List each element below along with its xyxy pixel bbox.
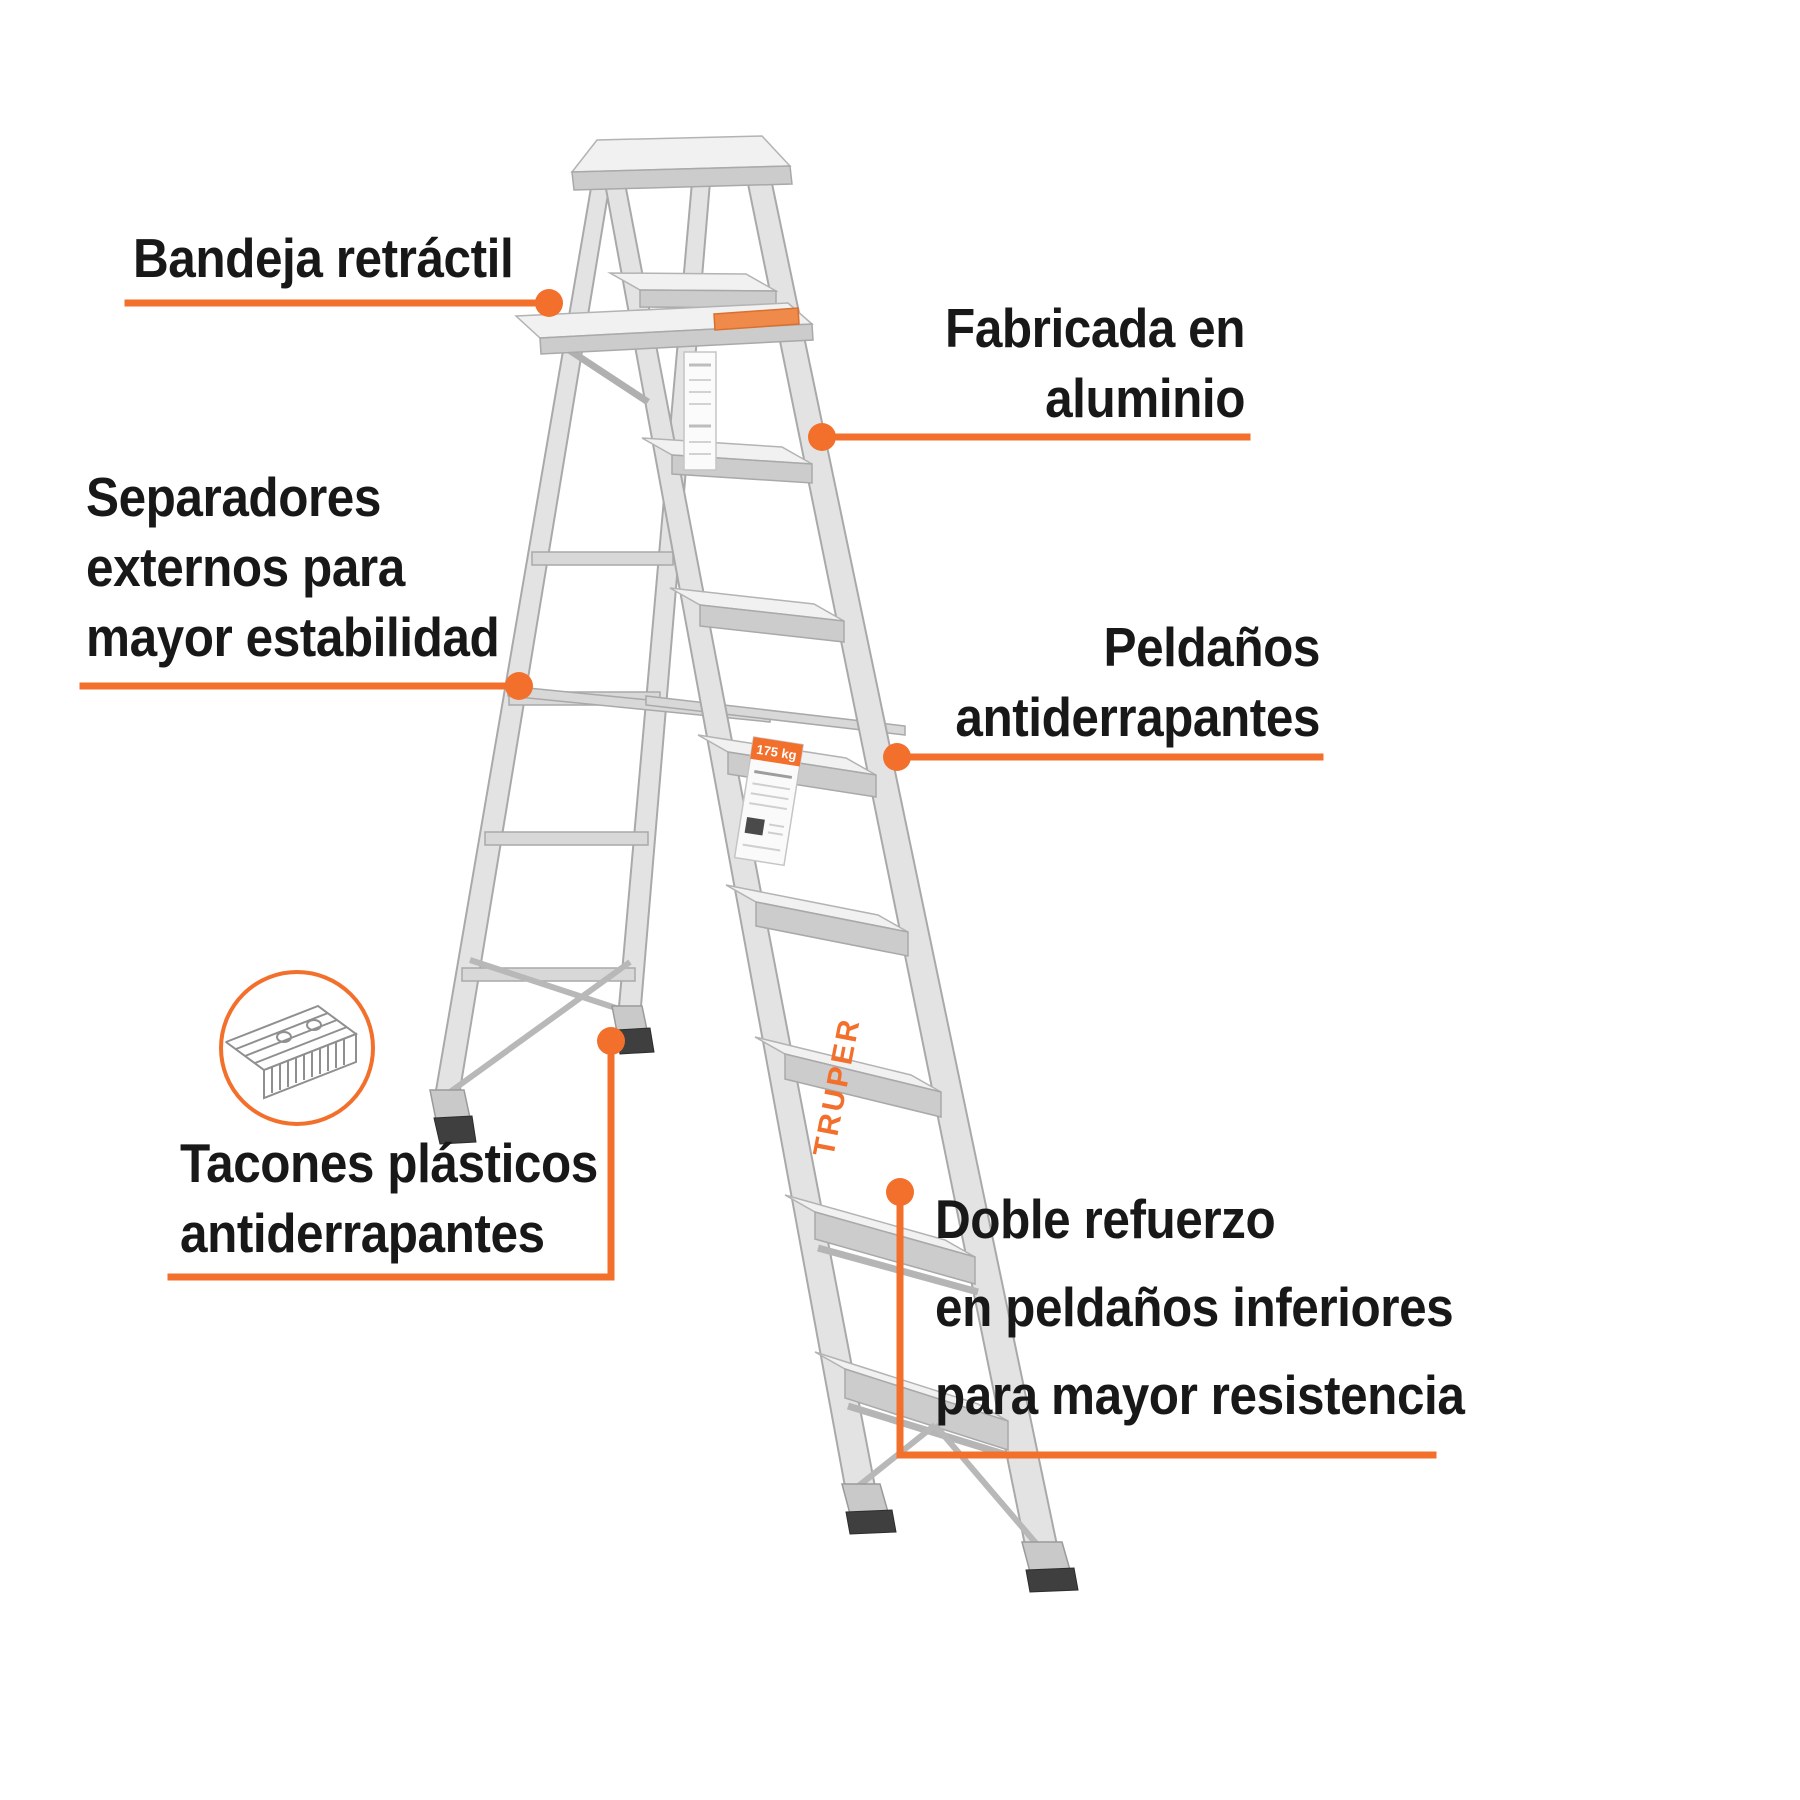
callout-text-line: aluminio <box>1045 367 1245 429</box>
tray-support-arm <box>564 345 650 405</box>
ladder-step <box>814 1351 1009 1452</box>
callout-dot-peldanos <box>883 743 911 771</box>
tread-profile-drawing <box>225 1004 359 1100</box>
callout-line-tacones <box>167 1037 615 1281</box>
tread-hole <box>276 1031 292 1043</box>
callout-text-line: en peldaños inferiores <box>935 1276 1454 1338</box>
callout-text-line: Tacones plásticos <box>180 1132 598 1194</box>
callout-dot-doble <box>886 1178 914 1206</box>
ladder-step <box>607 272 779 309</box>
callout-fabricada-label: Fabricada en aluminio <box>845 293 1245 433</box>
rear-truss <box>448 959 632 1095</box>
callout-text-line: mayor estabilidad <box>86 606 500 668</box>
ladder-step <box>669 587 845 643</box>
ladder-step <box>784 1194 976 1285</box>
callout-dot-tacones <box>597 1027 625 1055</box>
callout-tacones-label: Tacones plásticos antiderrapantes <box>180 1128 598 1268</box>
callout-lines <box>79 289 1437 1459</box>
callout-text-line: Separadores <box>86 466 381 528</box>
tread-serrated-edge <box>263 1032 357 1100</box>
callout-doble-label: Doble refuerzo en peldaños inferiores pa… <box>935 1175 1465 1439</box>
callout-dot-separadores <box>505 672 533 700</box>
warning-sticker <box>683 351 717 471</box>
callout-text-line: Bandeja retráctil <box>133 227 514 289</box>
rear-brace <box>531 551 674 566</box>
callout-text-line: para mayor resistencia <box>935 1364 1465 1426</box>
callout-dot-bandeja <box>535 289 563 317</box>
callout-separadores-label: Separadores externos para mayor estabili… <box>86 462 500 672</box>
callout-peldanos-label: Peldaños antiderrapantes <box>942 612 1320 752</box>
tray-sticker <box>713 307 800 331</box>
rear-left-foot <box>429 1089 477 1145</box>
rear-brace <box>484 831 649 846</box>
ladder-top-cap <box>570 135 793 191</box>
tread-detail-inset <box>219 970 375 1126</box>
front-right-foot <box>1021 1541 1079 1593</box>
capacity-sticker-text: 175 kg <box>755 742 797 763</box>
ladder-tray <box>514 302 814 405</box>
rear-truss <box>469 957 623 1013</box>
callout-text-line: Doble refuerzo <box>935 1188 1276 1250</box>
rear-right-foot <box>611 1005 655 1055</box>
ladder-step <box>754 1036 942 1118</box>
callout-text-line: antiderrapantes <box>955 686 1320 748</box>
callout-text-line: antiderrapantes <box>180 1202 545 1264</box>
callout-line-doble <box>896 1188 1437 1459</box>
callout-text-line: Peldaños <box>1103 616 1321 678</box>
tread-hole <box>306 1019 322 1031</box>
callout-text-line: Fabricada en <box>945 297 1245 359</box>
ladder-step <box>725 884 909 957</box>
callout-dot-fabricada <box>808 423 836 451</box>
callout-bandeja-label: Bandeja retráctil <box>133 223 514 293</box>
capacity-sticker: 175 kg <box>733 736 804 867</box>
front-left-foot <box>841 1483 897 1535</box>
callout-text-line: externos para <box>86 536 405 598</box>
